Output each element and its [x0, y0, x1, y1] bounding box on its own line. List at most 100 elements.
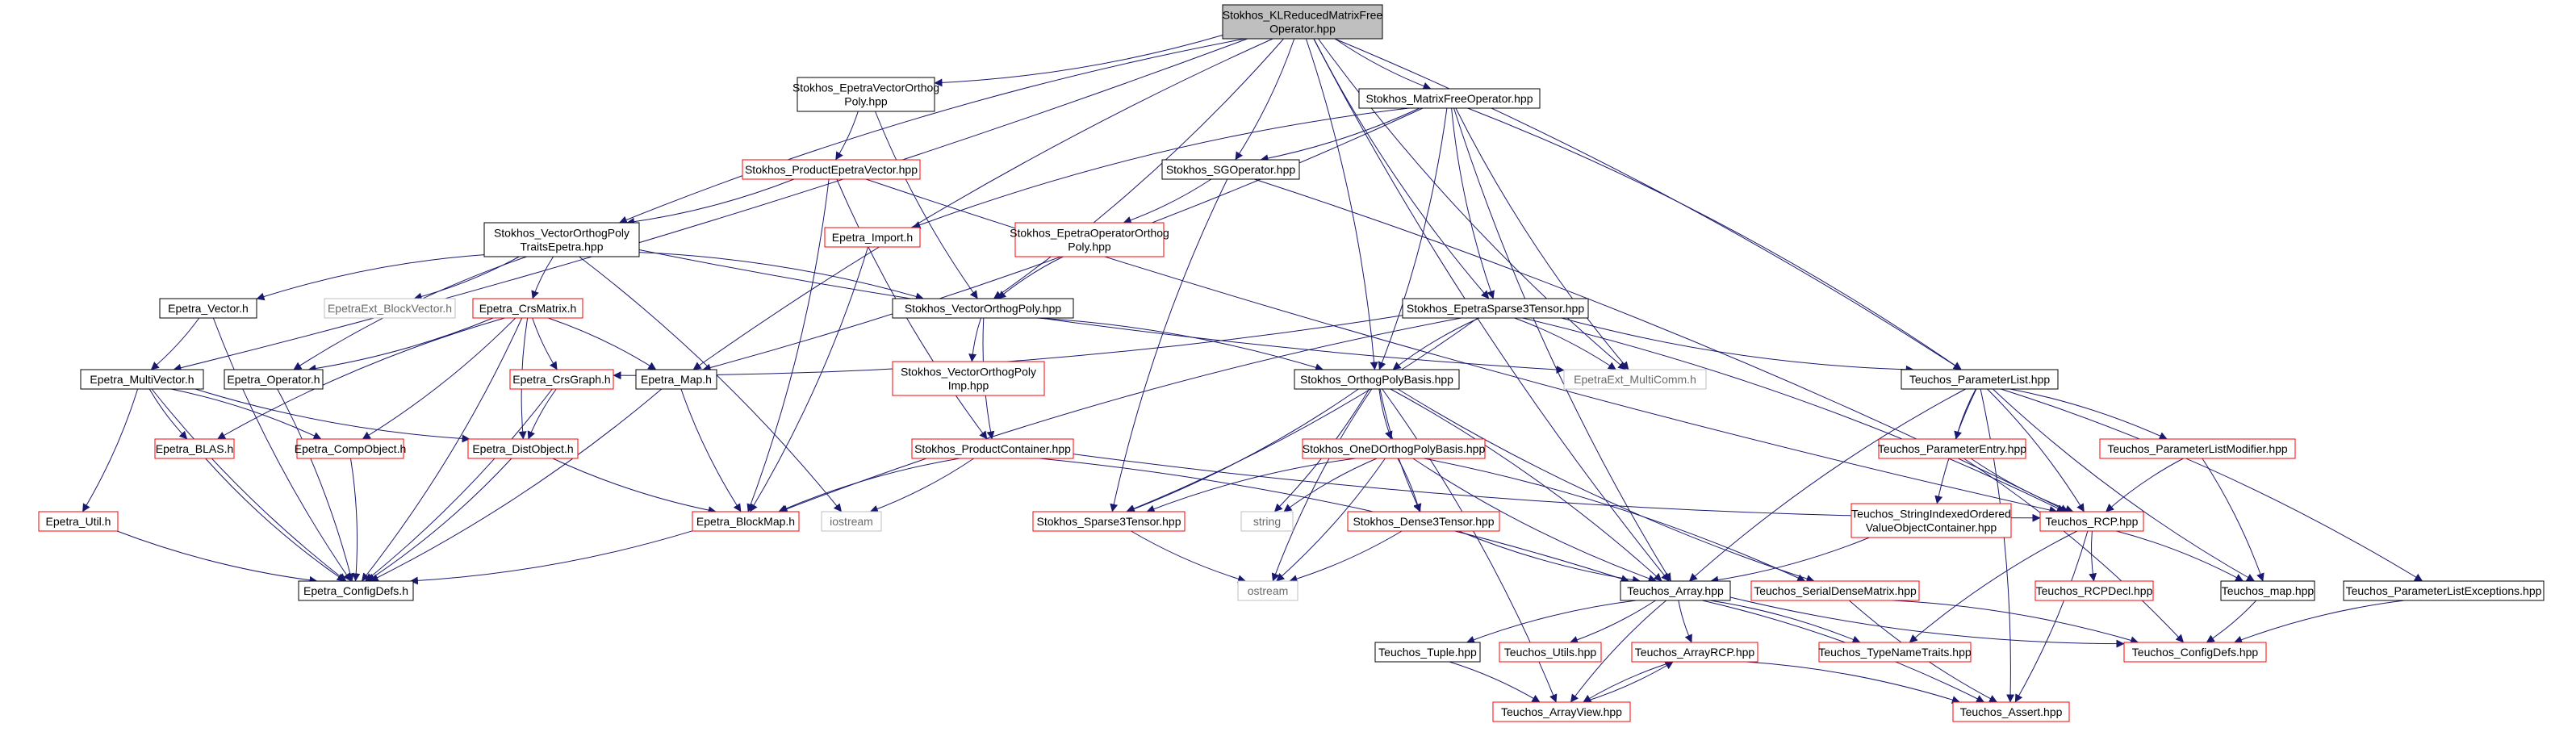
node-label: Epetra_CrsMatrix.h [479, 302, 577, 315]
node-label: Epetra_Util.h [46, 515, 111, 528]
node-tpl[interactable]: Teuchos_ParameterList.hpp [1901, 369, 2059, 390]
node-box [1014, 222, 1165, 257]
edge-root-to-sgop [1235, 38, 1295, 161]
node-ecg[interactable]: Epetra_CrsGraph.h [509, 369, 614, 390]
edge-tarr-to-ttuple [1466, 600, 1637, 644]
node-ttuple[interactable]: Teuchos_Tuple.hpp [1374, 642, 1481, 663]
node-tarr[interactable]: Teuchos_Array.hpp [1620, 580, 1731, 601]
node-label: Epetra_BLAS.h [156, 442, 234, 455]
node-eebv: EpetraExt_BlockVector.h [324, 298, 456, 319]
node-label: Stokhos_EpetraSparse3Tensor.hpp [1407, 302, 1584, 315]
node-mfo[interactable]: Stokhos_MatrixFreeOperator.hpp [1358, 88, 1541, 109]
node-tav[interactable]: Teuchos_ArrayView.hpp [1492, 701, 1631, 722]
edge-pev-to-vopte [626, 178, 795, 226]
node-emv[interactable]: Epetra_MultiVector.h [80, 369, 204, 390]
node-edist[interactable]: Epetra_DistObject.h [467, 438, 579, 459]
node-ttnt[interactable]: Teuchos_TypeNameTraits.hpp [1818, 642, 1972, 663]
node-sgop[interactable]: Stokhos_SGOperator.hpp [1161, 159, 1300, 180]
edge-sgop-to-eop [1123, 178, 1212, 224]
edge-ecrs-to-emap [547, 317, 657, 370]
node-label: Stokhos_ProductEpetraVector.hpp [745, 163, 918, 176]
edge-es3t-to-emc [1514, 317, 1616, 370]
node-label: Epetra_Import.h [832, 231, 913, 244]
node-label: Teuchos_ParameterListModifier.hpp [2107, 442, 2288, 455]
node-label: Teuchos_Utils.hpp [1504, 646, 1597, 659]
edge-opb-to-tarr [1390, 388, 1662, 582]
node-d3t[interactable]: Stokhos_Dense3Tensor.hpp [1347, 511, 1500, 532]
node-evector[interactable]: Epetra_Vector.h [159, 298, 257, 319]
edge-trcp-to-tmap [2116, 530, 2244, 582]
node-label: Teuchos_Tuple.hpp [1378, 646, 1477, 659]
edge-opb-to-s3t [1127, 388, 1359, 513]
node-oned[interactable]: Stokhos_OneDOrthogPolyBasis.hpp [1302, 438, 1486, 459]
node-opb[interactable]: Stokhos_OrthogPolyBasis.hpp [1294, 369, 1460, 390]
node-label: Teuchos_ConfigDefs.hpp [2132, 646, 2259, 659]
node-ecd[interactable]: Epetra_ConfigDefs.h [298, 580, 414, 601]
edge-mfo-to-eimport [912, 107, 1410, 229]
node-box [2034, 580, 2154, 601]
edge-vopte-to-emc [638, 249, 1565, 374]
edge-vopte-to-iostream [579, 256, 843, 512]
node-label: Stokhos_EpetraOperatorOrthog [1010, 227, 1169, 240]
edge-oned-to-ostream [1276, 458, 1386, 582]
node-vop[interactable]: Stokhos_VectorOrthogPoly.hpp [892, 298, 1074, 319]
node-eutil[interactable]: Epetra_Util.h [38, 511, 119, 532]
node-box [159, 298, 257, 319]
edge-tarcp-to-tav [1583, 661, 1674, 703]
node-tple[interactable]: Teuchos_ParameterListExceptions.hpp [2343, 580, 2545, 601]
edge-tplm-to-trcp [2106, 458, 2184, 512]
node-ecrs[interactable]: Epetra_CrsMatrix.h [472, 298, 583, 319]
edge-opb-to-ostream [1271, 388, 1373, 582]
edge-ecg-to-ecd [365, 388, 553, 582]
node-es3t[interactable]: Stokhos_EpetraSparse3Tensor.hpp [1402, 298, 1589, 319]
node-layer: Stokhos_KLReducedMatrixFreeOperator.hppS… [38, 4, 2545, 722]
node-box [1631, 642, 1758, 663]
edge-oned-to-d3t [1397, 458, 1422, 512]
node-tplm[interactable]: Teuchos_ParameterListModifier.hpp [2099, 438, 2296, 459]
edge-ecrs-to-eblas [217, 317, 505, 440]
node-box [2099, 438, 2296, 459]
node-box [1240, 511, 1294, 532]
edge-emv-to-edist [194, 388, 470, 443]
node-box [1374, 642, 1481, 663]
node-s3t[interactable]: Stokhos_Sparse3Tensor.hpp [1032, 511, 1186, 532]
node-tsdm[interactable]: Teuchos_SerialDenseMatrix.hpp [1750, 580, 1920, 601]
edge-emv-to-ecomp [170, 388, 322, 440]
node-label: Epetra_MultiVector.h [90, 373, 194, 386]
node-box [483, 222, 640, 257]
edge-tpe-to-trcp [1970, 458, 2074, 513]
edge-vop-to-vopimp [968, 317, 981, 362]
node-tassert[interactable]: Teuchos_Assert.hpp [1952, 701, 2070, 722]
node-ecomp[interactable]: Epetra_CompObject.h [295, 438, 407, 459]
node-box [1563, 369, 1707, 390]
node-ebm[interactable]: Epetra_BlockMap.h [692, 511, 800, 532]
node-trcp[interactable]: Teuchos_RCP.hpp [2039, 511, 2144, 532]
node-label: Poly.hpp [1068, 241, 1111, 253]
node-eoper[interactable]: Epetra_Operator.h [224, 369, 324, 390]
edge-ecrs-to-ecomp [362, 317, 516, 440]
node-tarcp[interactable]: Teuchos_ArrayRCP.hpp [1631, 642, 1758, 663]
node-pev[interactable]: Stokhos_ProductEpetraVector.hpp [742, 159, 921, 180]
edge-layer [82, 35, 2423, 704]
node-box [1750, 580, 1920, 601]
edge-sgop-to-trcp [1254, 178, 2069, 512]
edge-ttuple-to-tav [1449, 661, 1541, 703]
node-emap[interactable]: Epetra_Map.h [635, 369, 717, 390]
edge-ecrs-to-ecg [532, 317, 558, 370]
node-tpe[interactable]: Teuchos_ParameterEntry.hpp [1878, 438, 2026, 459]
node-eblas[interactable]: Epetra_BLAS.h [154, 438, 235, 459]
node-tmap[interactable]: Teuchos_map.hpp [2220, 580, 2315, 601]
node-tutils[interactable]: Teuchos_Utils.hpp [1499, 642, 1602, 663]
node-tcd[interactable]: Teuchos_ConfigDefs.hpp [2123, 642, 2267, 663]
node-pc[interactable]: Stokhos_ProductContainer.hpp [911, 438, 1074, 459]
node-label: Epetra_CrsGraph.h [512, 373, 610, 386]
node-eimport[interactable]: Epetra_Import.h [824, 227, 921, 248]
edge-tarr-to-tcd [1729, 596, 2125, 648]
node-tsivoc[interactable]: Teuchos_StringIndexedOrderedValueObjectC… [1850, 503, 2012, 538]
node-trcpd[interactable]: Teuchos_RCPDecl.hpp [2034, 580, 2154, 601]
